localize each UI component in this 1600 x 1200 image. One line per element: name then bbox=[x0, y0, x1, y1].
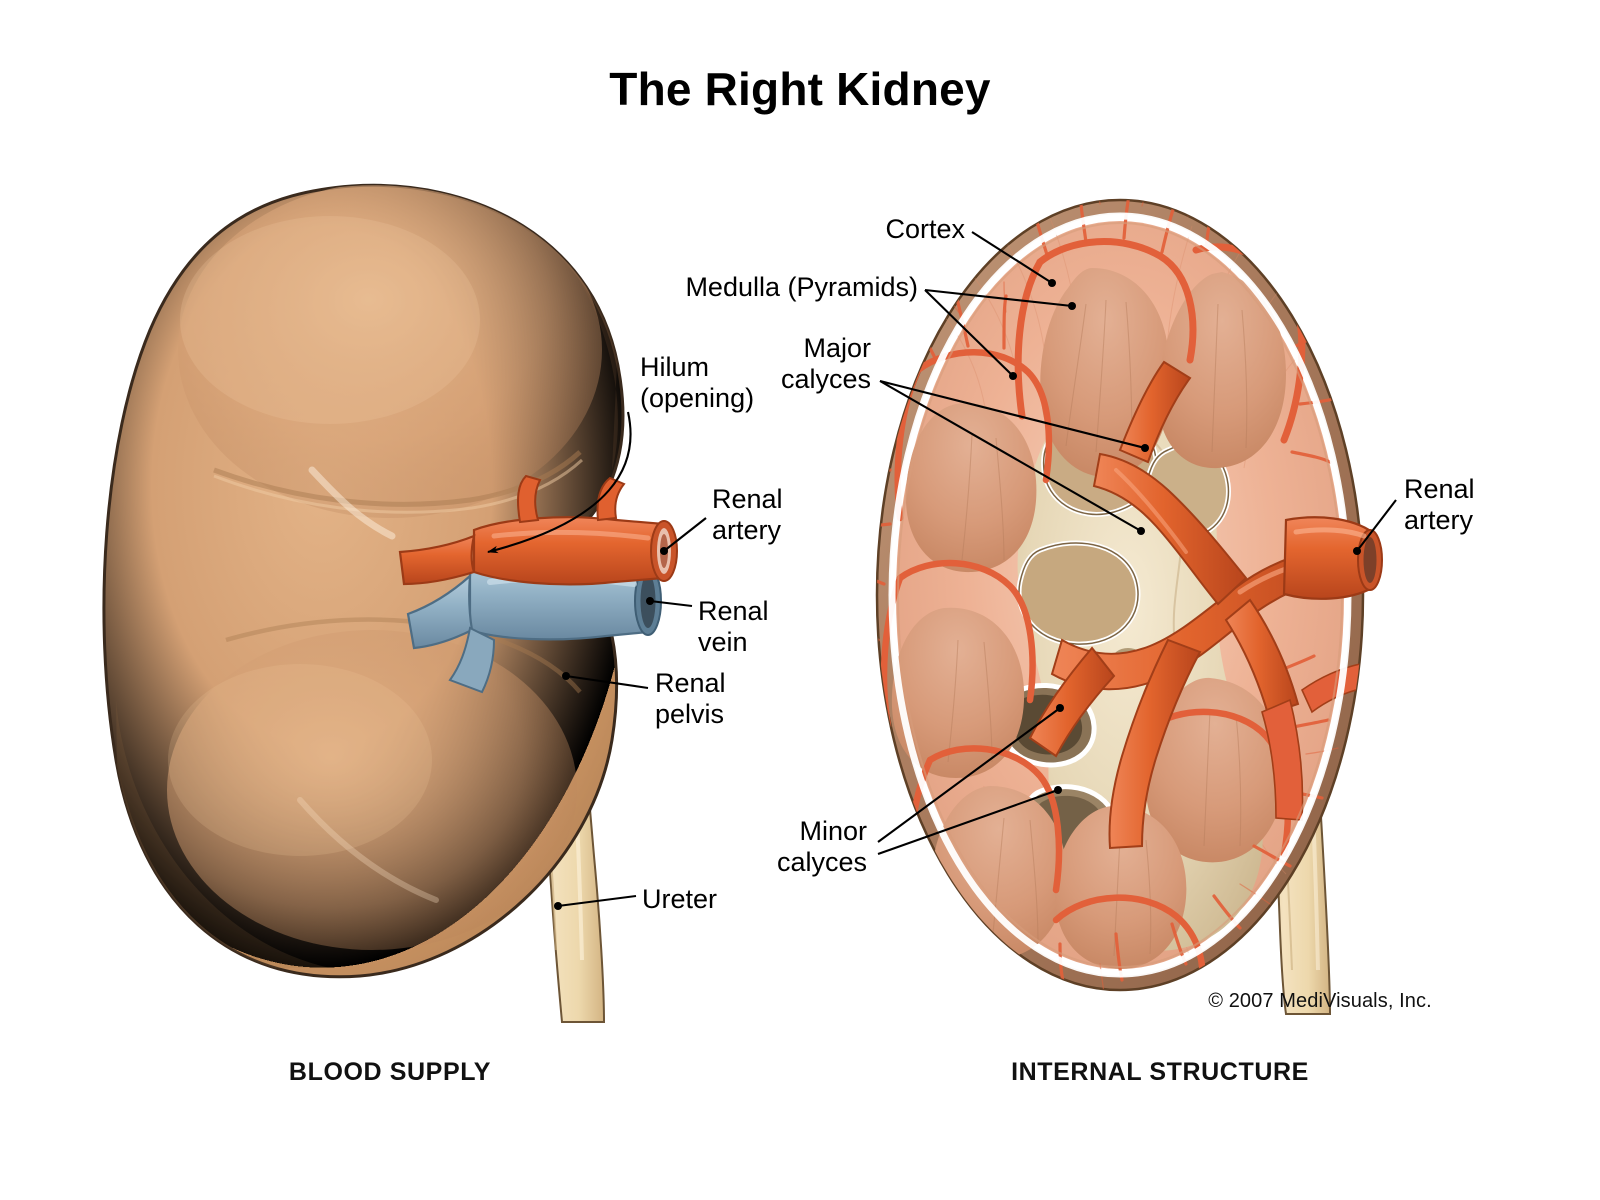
kidney-body-shape bbox=[102, 183, 625, 979]
kidney-blood-supply-figure bbox=[102, 183, 678, 1023]
caption-blood-supply: BLOOD SUPPLY bbox=[288, 1058, 492, 1086]
major-calyx-shapes bbox=[1016, 411, 1231, 647]
label-renal-pelvis: Renal pelvis bbox=[655, 668, 726, 729]
label-ureter: Ureter bbox=[642, 884, 718, 914]
renal-artery-section-shape bbox=[1282, 516, 1383, 600]
renal-vein-shape bbox=[406, 559, 662, 694]
leader-major-calyx-a bbox=[879, 379, 1146, 450]
ureter-shape bbox=[518, 644, 606, 1023]
leader-renal-vein bbox=[649, 599, 693, 608]
renal-artery-shape bbox=[398, 474, 678, 586]
segmental-artery-shapes bbox=[1028, 360, 1363, 850]
leader-renal-artery bbox=[663, 517, 707, 552]
renal-cortex-shape bbox=[896, 221, 1344, 969]
leader-cortex bbox=[971, 231, 1053, 284]
label-medulla-pyramids: Medulla (Pyramids) bbox=[685, 272, 918, 302]
label-cortex: Cortex bbox=[885, 214, 965, 244]
leader-medulla-b bbox=[924, 289, 1014, 377]
ureter-section-shape bbox=[1256, 584, 1332, 1015]
label-renal-vein: Renal vein bbox=[698, 596, 769, 657]
page-title: The Right Kidney bbox=[609, 63, 991, 115]
leader-medulla-a bbox=[924, 288, 1073, 308]
label-hilum: Hilum (opening) bbox=[640, 352, 755, 413]
leader-ureter bbox=[557, 894, 637, 908]
leader-minor-calyx-a bbox=[877, 707, 1061, 843]
kidney-capsule-shape bbox=[875, 198, 1365, 992]
renal-pelvis-shape bbox=[474, 561, 595, 717]
leader-renal-artery-section bbox=[1356, 499, 1397, 552]
leader-major-calyx-b bbox=[879, 380, 1142, 532]
caption-internal-structure: INTERNAL STRUCTURE bbox=[1011, 1058, 1309, 1086]
copyright-notice: © 2007 MediVisuals, Inc. bbox=[1208, 990, 1432, 1012]
leader-lines bbox=[487, 231, 1397, 910]
leader-minor-calyx-b bbox=[877, 789, 1059, 855]
renal-sinus-shape bbox=[1017, 379, 1263, 951]
label-minor-calyces: Minor calyces bbox=[776, 816, 867, 877]
label-renal-artery-section: Renal artery bbox=[1404, 474, 1475, 535]
leader-hilum bbox=[487, 411, 632, 554]
renal-medulla-pyramid-shapes bbox=[891, 268, 1286, 969]
label-renal-artery: Renal artery bbox=[712, 484, 783, 545]
minor-calyx-shapes bbox=[997, 683, 1119, 869]
leader-renal-pelvis bbox=[565, 674, 649, 690]
label-major-calyces: Major calyces bbox=[780, 333, 871, 394]
